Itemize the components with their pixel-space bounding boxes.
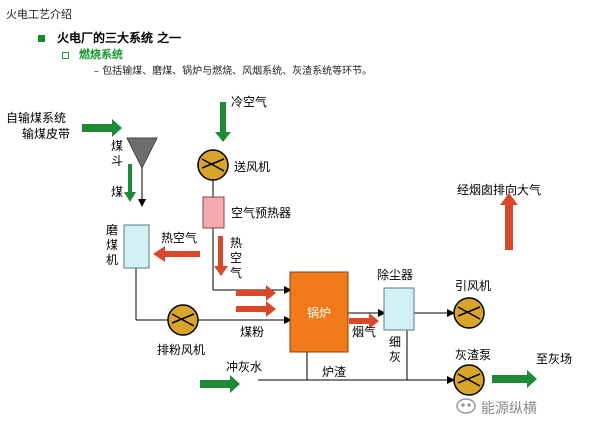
coal-mill-box bbox=[123, 224, 150, 269]
air-preheater-box bbox=[202, 196, 225, 229]
bullet-level1: 火电厂的三大系统 之一 bbox=[38, 29, 181, 46]
bullet-level1-text: 火电厂的三大系统 之一 bbox=[57, 31, 182, 45]
label-flue-gas: 烟气 bbox=[352, 325, 377, 339]
label-id-fan: 引风机 bbox=[455, 279, 492, 293]
ash-pump-icon bbox=[453, 364, 485, 396]
square-bullet-icon bbox=[38, 35, 45, 42]
flue-gas-arrow bbox=[349, 313, 379, 329]
label-mill: 磨煤机 bbox=[105, 223, 118, 267]
bullet-level2: 燃烧系统 bbox=[62, 46, 123, 62]
hot-air-to-boiler-arrow bbox=[236, 285, 276, 301]
label-fd-fan: 送风机 bbox=[234, 160, 271, 174]
ash-water-arrow bbox=[200, 375, 240, 393]
coal-hopper-icon bbox=[126, 137, 158, 170]
label-conveyor: 输煤皮带 bbox=[22, 127, 71, 141]
label-hot-air-down: 热空气 bbox=[229, 236, 242, 280]
label-ash-flushing-water: 冲灰水 bbox=[226, 360, 263, 374]
to-ash-yard-arrow bbox=[492, 370, 537, 388]
coal-powder-arrow bbox=[236, 301, 276, 317]
label-coal: 煤 bbox=[110, 185, 123, 199]
label-coal-input: 自输煤系统 bbox=[6, 111, 67, 125]
dust-collector-box bbox=[383, 287, 415, 331]
bullet-level3: – 包括输煤、磨煤、锅炉与燃烧、风烟系统、灰渣系统等环节。 bbox=[94, 66, 373, 77]
cold-air-arrow bbox=[215, 102, 231, 142]
label-hot-air-to-mill: 热空气 bbox=[161, 231, 198, 245]
label-coal-hopper: 煤斗 bbox=[110, 139, 123, 168]
exhaust-up-arrow bbox=[500, 193, 518, 250]
hot-air-to-mill-arrow bbox=[153, 246, 200, 262]
coal-input-arrow bbox=[82, 119, 122, 137]
label-slag: 炉渣 bbox=[322, 365, 347, 379]
label-pulverized-coal: 煤粉 bbox=[240, 325, 265, 339]
label-to-atmosphere: 经烟囱排向大气 bbox=[457, 183, 542, 197]
bullet-level2-text: 燃烧系统 bbox=[79, 48, 123, 61]
label-dust-collector: 除尘器 bbox=[377, 268, 414, 282]
label-boiler: 锅炉 bbox=[307, 306, 332, 320]
id-fan-icon bbox=[453, 297, 485, 329]
label-exhaust-fan: 排粉风机 bbox=[157, 343, 206, 357]
label-cold-air: 冷空气 bbox=[231, 95, 268, 109]
label-air-preheater: 空气预热器 bbox=[231, 206, 292, 220]
hot-air-down-arrow bbox=[214, 236, 228, 276]
coal-down-arrow bbox=[124, 164, 136, 202]
label-to-ash-yard: 至灰场 bbox=[536, 352, 573, 366]
boiler-box bbox=[289, 271, 349, 353]
watermark-logo-icon bbox=[456, 398, 476, 414]
exhaust-fan-icon bbox=[167, 304, 199, 336]
hollow-square-bullet-icon bbox=[62, 51, 69, 59]
watermark-text: 能源纵横 bbox=[481, 401, 537, 417]
label-fine-ash: 细灰 bbox=[388, 335, 401, 364]
label-ash-pump: 灰渣泵 bbox=[455, 348, 492, 362]
fd-fan-icon bbox=[197, 149, 229, 181]
slide-title: 火电工艺介绍 bbox=[6, 8, 72, 21]
